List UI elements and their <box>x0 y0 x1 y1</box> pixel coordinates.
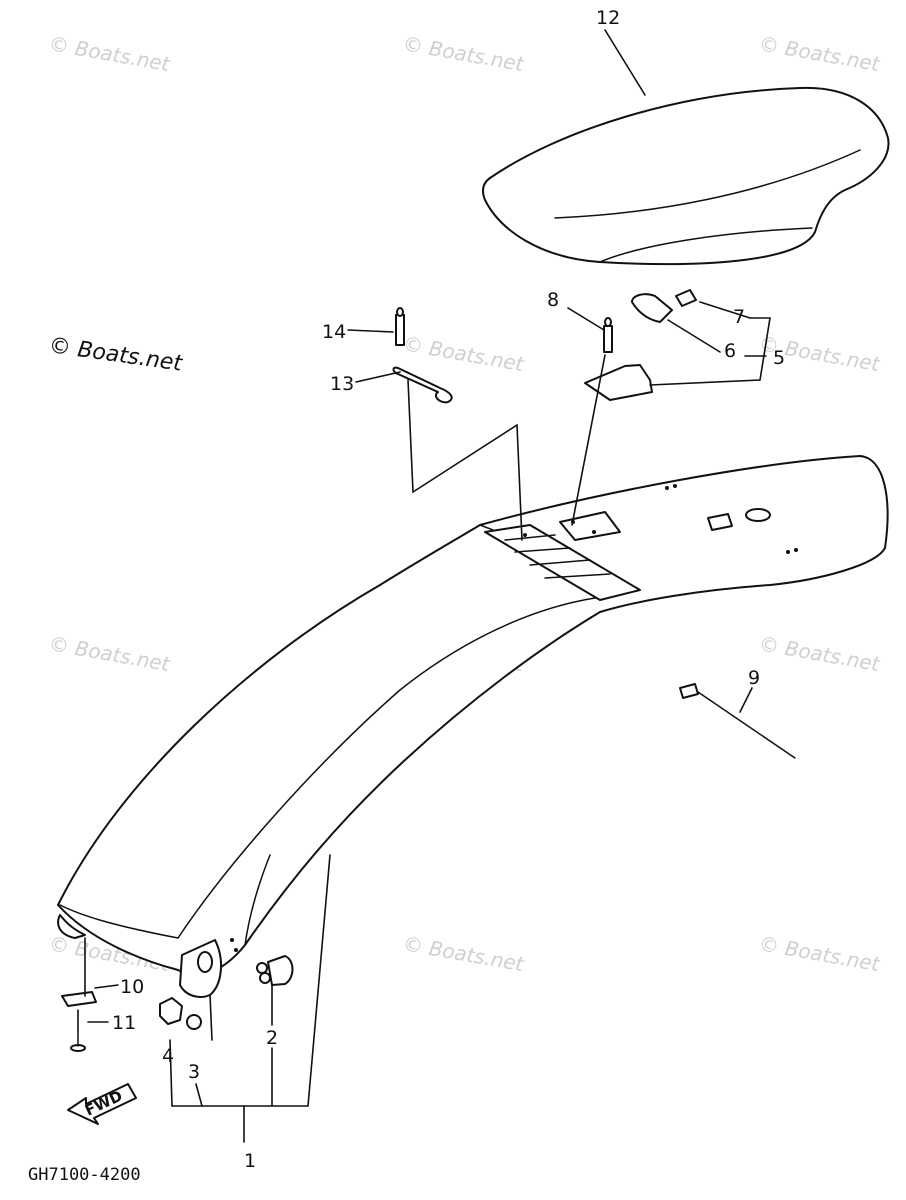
watermark-label: © Boats.net <box>47 333 185 377</box>
bolt-plate <box>256 955 294 986</box>
watermark: © Boats.net <box>401 331 526 376</box>
fwd-label: FWD <box>82 1087 125 1120</box>
callout-4: 4 <box>162 1045 174 1067</box>
callout-12: 12 <box>596 7 620 29</box>
pivot-bracket <box>57 914 238 998</box>
callout-10: 10 <box>120 976 144 998</box>
callout-numbers: 1 2 3 4 5 6 7 8 9 10 11 12 13 14 <box>112 7 785 1172</box>
clip <box>61 991 97 1007</box>
callout-13: 13 <box>330 373 354 395</box>
watermark: © Boats.net <box>757 931 882 976</box>
watermark: © Boats.net <box>401 931 526 976</box>
seat-cushion <box>481 86 890 266</box>
link-13 <box>392 366 453 404</box>
watermark: © Boats.net <box>401 31 526 76</box>
callout-3: 3 <box>188 1061 200 1083</box>
screw <box>70 1029 86 1052</box>
callout-14: 14 <box>322 321 346 343</box>
handle-pole <box>57 455 889 976</box>
watermark: © Boats.net <box>47 631 172 676</box>
watermark: © Boats.net <box>47 31 172 76</box>
watermark: © Boats.net <box>757 631 882 676</box>
washer <box>186 1014 202 1030</box>
watermark: © Boats.net <box>757 31 882 76</box>
callout-6: 6 <box>724 340 736 362</box>
latch <box>631 293 673 323</box>
fwd-arrow: FWD <box>67 1083 137 1125</box>
callout-11: 11 <box>112 1012 136 1034</box>
callout-2: 2 <box>266 1027 278 1049</box>
rivet-14 <box>395 307 405 346</box>
rivet-8 <box>603 317 613 353</box>
drawing-code: GH7100-4200 <box>28 1165 141 1185</box>
callout-1: 1 <box>244 1150 256 1172</box>
pin <box>675 289 697 307</box>
callout-8: 8 <box>547 289 559 311</box>
callout-7: 7 <box>733 306 745 328</box>
hinge-base <box>584 364 653 401</box>
leader-lines <box>77 29 771 1143</box>
cable-tie <box>679 683 796 759</box>
nut <box>159 997 183 1025</box>
callout-5: 5 <box>773 347 785 369</box>
callout-9: 9 <box>748 667 760 689</box>
